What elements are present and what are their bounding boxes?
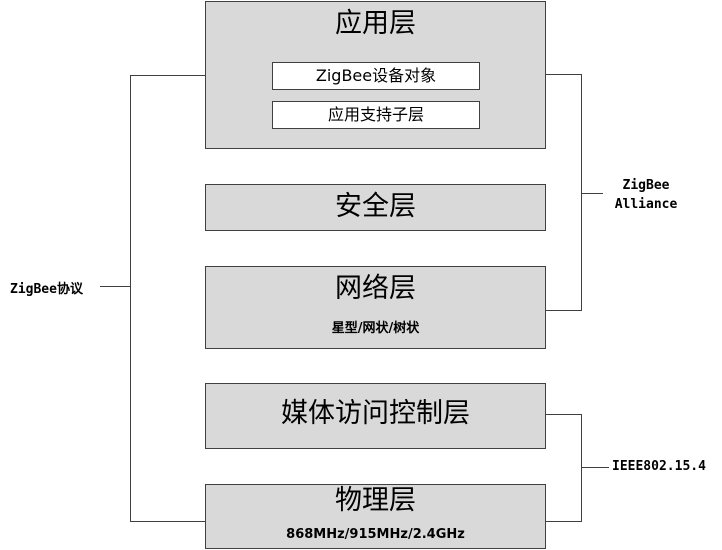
protocol-bracket-bottom xyxy=(130,521,205,522)
application-layer: 应用层 ZigBee设备对象 应用支持子层 xyxy=(205,1,546,149)
ieee-bracket-tick xyxy=(581,467,609,468)
protocol-bracket-top xyxy=(130,75,205,76)
alliance-bracket-tick xyxy=(581,193,603,194)
protocol-bracket-tick xyxy=(100,286,130,287)
network-layer-title: 网络层 xyxy=(335,273,416,304)
mac-layer-title: 媒体访问控制层 xyxy=(281,398,470,429)
zdo-box: ZigBee设备对象 xyxy=(272,62,480,90)
mac-layer: 媒体访问控制层 xyxy=(205,383,546,449)
physical-layer-title: 物理层 xyxy=(335,485,416,516)
network-topologies: 星型/网状/树状 xyxy=(331,321,420,336)
zigbee-alliance-label: ZigBee Alliance xyxy=(606,176,686,214)
application-layer-title: 应用层 xyxy=(335,8,416,39)
security-layer: 安全层 xyxy=(205,184,546,231)
alliance-bracket-top xyxy=(546,74,582,75)
alliance-bracket-bottom xyxy=(546,310,582,311)
aps-box: 应用支持子层 xyxy=(272,101,480,129)
physical-frequencies: 868MHz/915MHz/2.4GHz xyxy=(286,527,465,542)
ieee-label: IEEE802.15.4 xyxy=(612,459,706,474)
zigbee-protocol-label: ZigBee协议 xyxy=(10,282,83,297)
physical-layer: 物理层 868MHz/915MHz/2.4GHz xyxy=(205,484,546,549)
ieee-bracket-vertical xyxy=(581,414,582,522)
security-layer-title: 安全层 xyxy=(335,191,416,222)
alliance-bracket-vertical xyxy=(581,74,582,311)
ieee-bracket-bottom xyxy=(546,521,582,522)
protocol-bracket-vertical xyxy=(130,75,131,522)
network-layer: 网络层 星型/网状/树状 xyxy=(205,266,546,349)
ieee-bracket-top xyxy=(546,414,582,415)
zigbee-alliance-line2: Alliance xyxy=(614,197,678,212)
zigbee-alliance-line1: ZigBee xyxy=(622,178,670,193)
